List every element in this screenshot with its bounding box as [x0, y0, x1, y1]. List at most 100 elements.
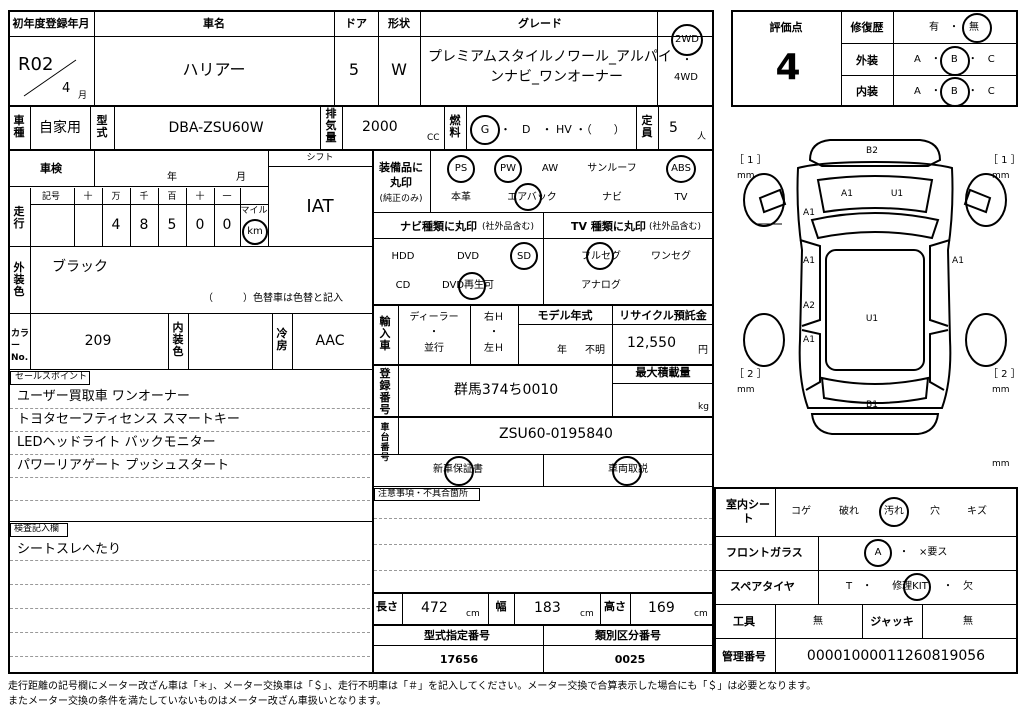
exterior-circle — [940, 46, 970, 76]
recycle-label: リサイクル預託金 — [619, 309, 707, 322]
model-year-unknown: 不明 — [585, 345, 605, 356]
width-value: 183 — [534, 600, 561, 616]
mm-label: mm — [992, 385, 1010, 395]
diagram-u1: U1 — [890, 189, 904, 199]
model-year-label: モデル年式 — [537, 309, 593, 322]
type-no-label: 型式指定番号 — [424, 629, 490, 642]
shape-value: W — [391, 60, 407, 79]
chassis-number: ZSU60-0195840 — [499, 426, 613, 442]
import-parallel: 並行 — [424, 343, 444, 354]
type-no-value: 17656 — [439, 653, 479, 666]
class-no-value: 0025 — [614, 653, 646, 666]
diagram-a1: A1 — [803, 208, 815, 218]
manual-circle — [612, 456, 642, 486]
sales-line: パワーリアゲート プッシュスタート — [17, 458, 230, 473]
mileage-label: 走行 — [13, 205, 25, 230]
chassis-label: 車台番号 — [380, 423, 390, 463]
repair-kit-circle — [903, 573, 931, 601]
person-unit: 人 — [697, 132, 707, 142]
shaken-year: 年 — [167, 172, 177, 183]
import-dot2: ・ — [489, 327, 499, 338]
recycle-value: 12,550 — [627, 335, 676, 351]
inspector-line: シートスレへたり — [17, 542, 122, 557]
diagram-u1: U1 — [865, 314, 879, 324]
diagram-a2: A2 — [803, 301, 815, 311]
km-label: km — [247, 226, 263, 237]
diagram-a1: A1 — [952, 256, 964, 266]
equip-navi: ナビ — [602, 192, 622, 203]
first-reg-month: 4 — [62, 81, 71, 96]
windshield-a: A — [874, 547, 882, 558]
mm-label: mm — [992, 459, 1010, 469]
class-no-label: 類別区分番号 — [595, 629, 661, 642]
model-value: DBA-ZSU60W — [168, 120, 264, 136]
diagram-b2: B2 — [866, 146, 878, 156]
digit-header: 十 — [83, 192, 93, 202]
owner-manual: 車両取説 — [608, 464, 648, 475]
interior-box — [714, 487, 1018, 674]
nav-dvd: DVD — [456, 251, 480, 262]
digit-header: 百 — [167, 192, 177, 202]
sd-circle — [510, 242, 538, 270]
equipment-title: 装備品に丸印 — [379, 161, 423, 189]
car-diagram — [743, 139, 1007, 435]
shaken-month: 月 — [236, 172, 246, 183]
diagram-a1: A1 — [803, 335, 815, 345]
sales-line: トヨタセーフティセンス スマートキー — [17, 412, 240, 427]
digit-header: 万 — [111, 192, 121, 202]
ps-circle — [447, 155, 475, 183]
odometer-digit: 5 — [167, 217, 177, 233]
odometer-digit: 4 — [111, 217, 121, 233]
nav-dvd-play: DVD再生可 — [441, 280, 495, 291]
tv-title: TV 種類に丸印 — [571, 220, 646, 233]
max-load-label: 最大積載量 — [635, 366, 691, 379]
repair-options: 有 ・ 無 — [929, 22, 979, 33]
equip-sunroof: サンルーフ — [587, 163, 637, 174]
import-lhd: 左Ｈ — [484, 343, 504, 354]
mm-label: mm — [992, 171, 1010, 181]
import-label: 輸入車 — [379, 315, 391, 352]
score-label: 評価点 — [769, 21, 803, 34]
seat-option-yogore: 汚れ — [884, 506, 904, 517]
kigou-label: 記号 — [41, 192, 61, 202]
exterior-color-label: 外装色 — [13, 261, 25, 298]
notes-label: 注意事項・不具合箇所 — [378, 489, 469, 499]
length-value: 472 — [421, 600, 448, 616]
mm-label: mm — [737, 171, 755, 181]
capacity-label: 定員 — [641, 114, 653, 139]
car-name-label: 車名 — [203, 17, 225, 30]
usage-value: 自家用 — [39, 120, 81, 136]
pw-circle — [494, 155, 522, 183]
model-year-unit: 年 — [557, 345, 567, 356]
km-circle — [242, 219, 268, 245]
model-label: 型式 — [96, 114, 108, 139]
ac-value: AAC — [315, 333, 345, 349]
kg-unit: kg — [698, 402, 709, 412]
length-label: 長さ — [376, 600, 398, 613]
nav-cd: CD — [395, 280, 411, 291]
equip-abs: ABS — [671, 163, 691, 174]
plate-number: 群馬374ち0010 — [453, 382, 559, 398]
width-unit: cm — [580, 609, 594, 619]
interior-circle — [940, 77, 970, 107]
first-reg-value: R02 — [18, 54, 54, 75]
displacement-label: 排気量 — [325, 107, 337, 144]
exterior-label: 外装 — [856, 54, 878, 67]
bracket-2-left: ［ 2 ］ — [734, 369, 767, 380]
doors-value: 5 — [348, 60, 360, 79]
spare-tire-label: スペアタイヤ — [730, 580, 795, 593]
drive-dot: ・ — [682, 55, 692, 66]
airbag-circle — [514, 183, 542, 211]
displacement-value: 2000 — [362, 119, 398, 135]
length-unit: cm — [466, 609, 480, 619]
shift-value: IAT — [306, 196, 334, 217]
seat-option-kizu: キズ — [967, 506, 987, 517]
yen-unit: 円 — [698, 345, 708, 356]
jack-label: ジャッキ — [870, 615, 914, 628]
drive-4wd: 4WD — [674, 72, 698, 83]
import-dealer: ディーラー — [409, 312, 459, 323]
grade-line2: ンナビ_ワンオーナー — [490, 69, 623, 85]
dvd-play-circle — [458, 272, 486, 300]
registration-label: 登録番号 — [379, 367, 391, 416]
spare-options: ・ 欠 — [943, 581, 973, 592]
